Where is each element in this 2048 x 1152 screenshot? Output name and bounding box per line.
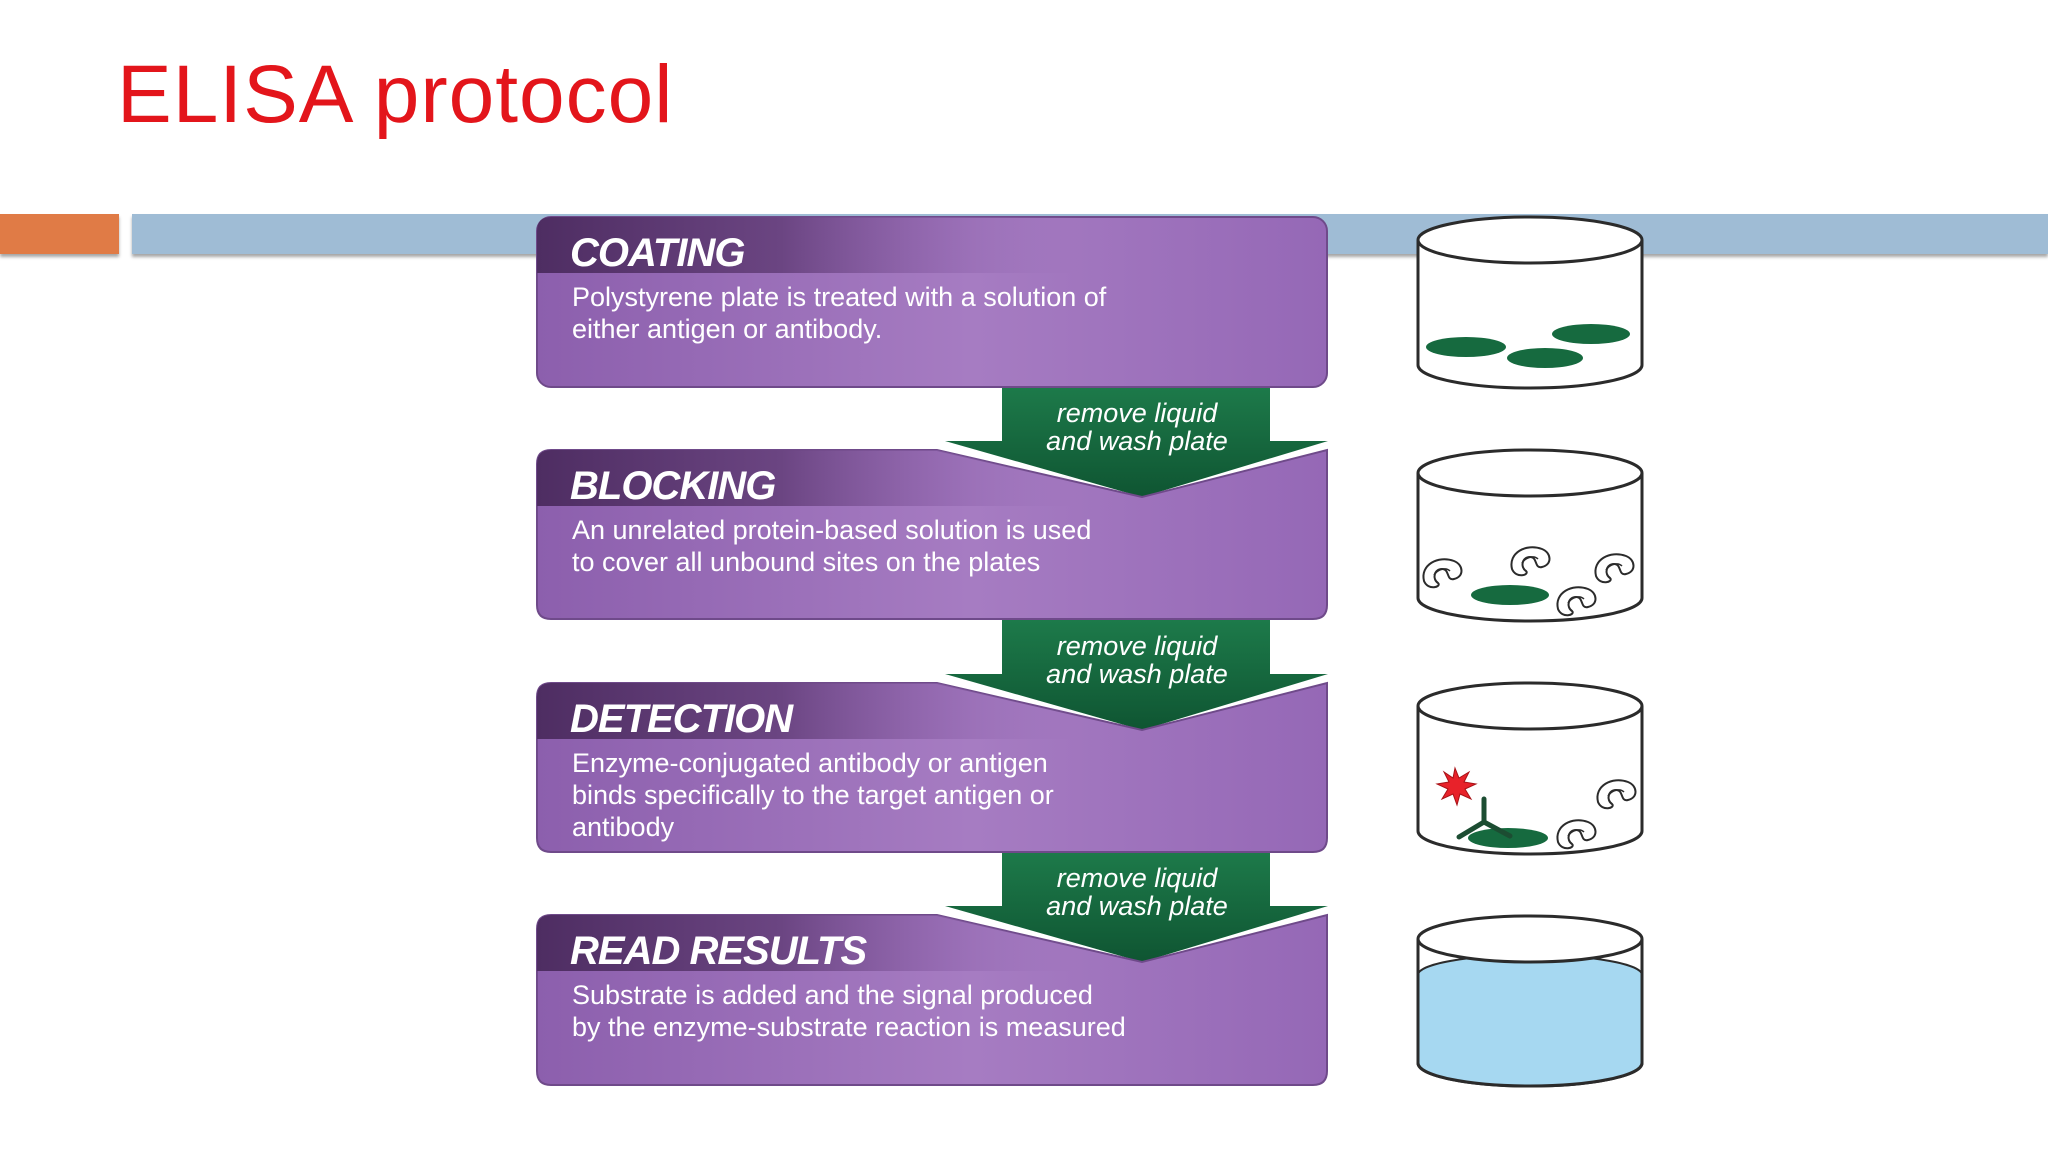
wash-label-line: and wash plate [1046, 891, 1228, 921]
step-description-line: Enzyme-conjugated antibody or antigen [572, 748, 1048, 778]
wash-arrow-1: remove liquid and wash plate [945, 387, 1328, 497]
antigen-spot-icon [1471, 585, 1549, 605]
step-read-results: READ RESULTS Substrate is added and the … [536, 913, 1328, 1086]
step-description-line: binds specifically to the target antigen… [572, 780, 1054, 810]
step-description-line: by the enzyme-substrate reaction is meas… [572, 1012, 1126, 1042]
antigen-spot-icon [1507, 348, 1583, 368]
antigen-spot-icon [1426, 337, 1506, 357]
step-detection: DETECTION Enzyme-conjugated antibody or … [536, 681, 1328, 853]
step-blocking: BLOCKING An unrelated protein-based solu… [536, 448, 1328, 620]
wash-arrow-3: remove liquid and wash plate [945, 852, 1328, 962]
step-description-line: An unrelated protein-based solution is u… [572, 515, 1091, 545]
blocked-well [1416, 448, 1644, 623]
step-heading: DETECTION [570, 697, 794, 741]
wash-label-line: remove liquid [1057, 631, 1219, 661]
wash-label-line: remove liquid [1057, 398, 1219, 428]
enzyme-star-icon [1435, 766, 1478, 807]
step-description-line: either antigen or antibody. [572, 314, 882, 344]
substrate-liquid [1418, 955, 1642, 1086]
step-heading: READ RESULTS [570, 929, 867, 973]
accent-bar-orange [0, 214, 119, 254]
antibody-icon [1456, 796, 1513, 840]
substrate-well [1416, 914, 1644, 1088]
step-coating: COATING Polystyrene plate is treated wit… [536, 216, 1328, 388]
antigen-spot-icon [1552, 324, 1630, 344]
step-description-line: Substrate is added and the signal produc… [572, 980, 1093, 1010]
step-description-line: to cover all unbound sites on the plates [572, 547, 1040, 577]
step-description-line: antibody [572, 812, 675, 842]
slide-title: ELISA protocol [117, 49, 674, 140]
wash-label-line: and wash plate [1046, 426, 1228, 456]
coated-well [1416, 215, 1644, 390]
wash-arrow-2: remove liquid and wash plate [945, 620, 1328, 730]
wash-label-line: and wash plate [1046, 659, 1228, 689]
wash-label-line: remove liquid [1057, 863, 1219, 893]
step-description-line: Polystyrene plate is treated with a solu… [572, 282, 1107, 312]
detection-well [1416, 681, 1644, 856]
step-heading: COATING [570, 231, 744, 275]
antigen-spot-icon [1468, 828, 1548, 848]
step-heading: BLOCKING [570, 464, 775, 508]
